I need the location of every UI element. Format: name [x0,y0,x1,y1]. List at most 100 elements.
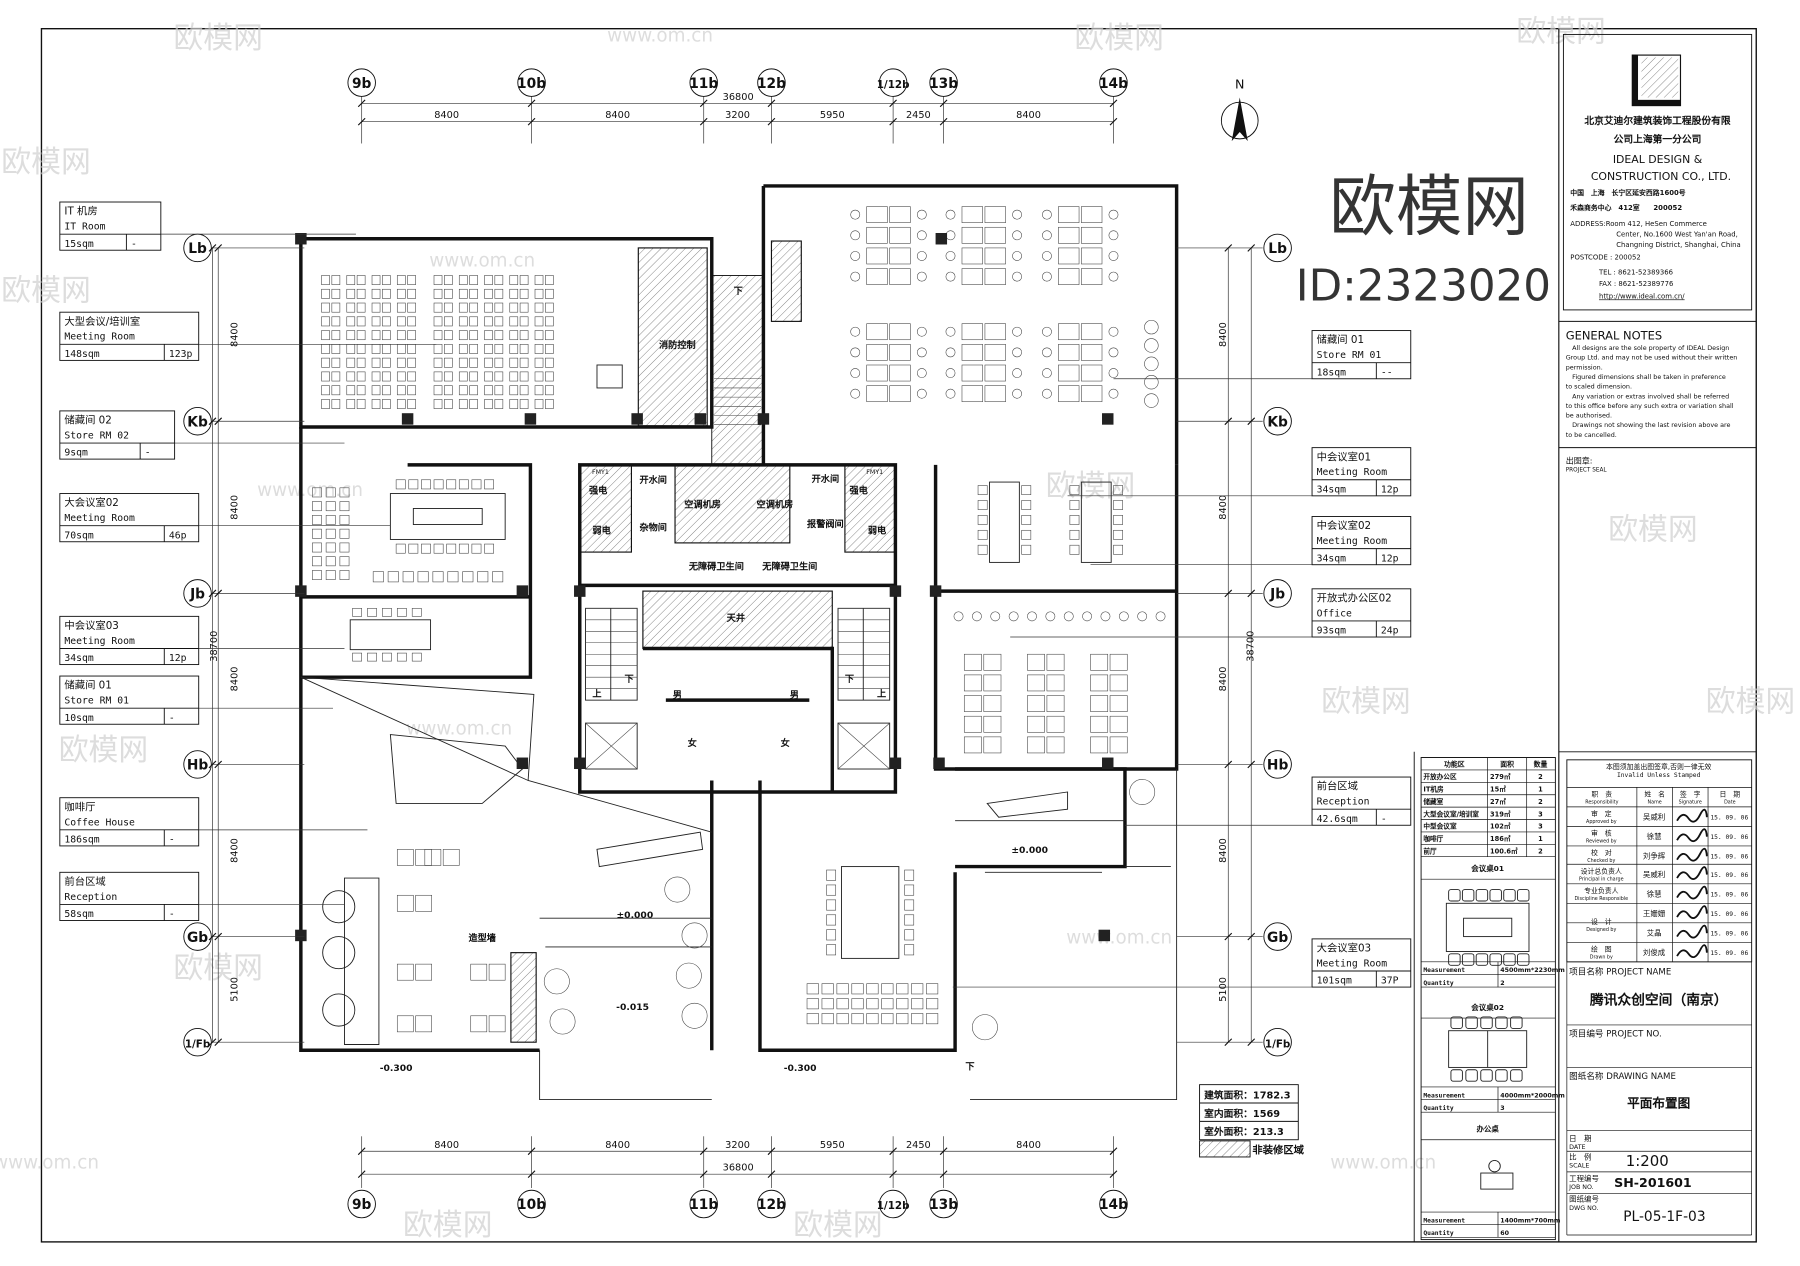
office-chair [945,230,956,241]
general-note-line: Any variation or extras involved shall b… [1566,392,1729,400]
chair [826,944,837,956]
office-desk [1027,695,1045,712]
seat [545,344,554,354]
furniture-title: 会议桌01 [1471,863,1504,873]
office-desk [984,323,1006,341]
room-label: 消防控制 [659,339,696,351]
dimension-tick [767,99,776,108]
project-name: 腾讯众创空间（南京） [1589,991,1728,1008]
dimension-tick [208,417,217,426]
office-desk [1109,736,1128,754]
chair-icon [1510,1016,1523,1029]
room-label: 开水间 [812,473,840,485]
cafe-seat [415,1015,432,1033]
room-label: 强电 [589,485,608,497]
room-tag-box [59,615,200,666]
seat [382,275,391,285]
seat [433,357,443,368]
conference-table-01-inner [1463,917,1513,938]
company-logo [1631,54,1682,107]
schedule-cell: 100.6㎡ [1490,846,1518,855]
office-desk [1090,695,1109,712]
chair [911,983,924,995]
chair [408,479,419,490]
chair-icon [1475,953,1489,966]
chair [339,570,350,580]
seat [382,302,391,313]
chair [458,543,469,554]
sign-role-en: Discipline Responsible [1574,896,1628,902]
chair [881,983,894,995]
office-chair [1042,326,1052,337]
company-url[interactable]: http://www.ideal.com.cn/ [1599,292,1685,300]
seat [321,330,330,341]
sign-header-cn: 签 字 [1680,790,1701,799]
chair [396,652,407,662]
office-chair [1012,209,1022,220]
general-note-line: permission. [1566,363,1603,371]
chair [904,944,915,956]
grid-label-13b: 13b [929,76,958,92]
seat [382,357,391,368]
grid-bubble [347,68,376,97]
dimension-tick [527,1147,536,1156]
office-chair [916,251,927,261]
seat [519,357,529,368]
seat [509,357,519,368]
room-label: 造型墙 [468,932,496,944]
plant [1129,779,1156,805]
seat [545,385,554,396]
seat [331,316,341,327]
dimension-tick [939,1147,948,1156]
seat [494,344,504,354]
chair-icon [1503,889,1516,902]
chair [881,998,894,1010]
room-label: 空调机房 [684,498,721,510]
seat [396,357,406,368]
dimension-segment: 8400 [434,1140,459,1151]
dimension-tick [208,244,217,252]
grid-bubble [347,1189,376,1219]
chair [433,543,444,554]
seat [407,344,416,354]
seat [331,399,341,409]
seat [509,316,519,327]
chair-icon [1465,1016,1478,1029]
grid-label-13b: 13b [929,1197,958,1213]
grid-bubble [1099,1189,1128,1219]
office-desk [1046,674,1065,692]
watermark-brand: 欧模网 [1608,512,1697,547]
general-notes: All designs are the sole property of IDE… [1566,344,1738,439]
chair [312,570,322,580]
seat [484,344,493,354]
room-tag-name-cn: 大型会议/培训室 [64,315,140,328]
watermark-site: www.om.cn [607,25,713,46]
schedule-cell: IT机房 [1423,785,1444,794]
dimension-segment: 8400 [230,495,241,520]
dimension-tick [357,1147,366,1156]
room-tag-area: 9sqm [64,448,88,459]
office-chair [916,368,927,378]
chair [339,528,350,539]
office-desk [1081,206,1103,223]
seat [545,302,554,313]
chair [312,515,322,525]
area-building: 建筑面积：1782.3 [1204,1088,1291,1101]
chair-icon [1495,1069,1508,1082]
office-desk [963,736,982,754]
seat [433,316,443,327]
room-tag-name-cn: 储藏间 01 [64,679,111,692]
grid-label-Kb: Kb [187,414,208,430]
office-desk [983,695,1002,712]
sign-header-en: Name [1648,799,1662,805]
chair [977,485,988,495]
sign-role-en: Approved by [1586,819,1617,825]
room-tag-name-en: IT Room [64,222,105,233]
room-tag-name-cn: 大会议室03 [1317,942,1371,955]
grid-bubble [878,68,908,97]
